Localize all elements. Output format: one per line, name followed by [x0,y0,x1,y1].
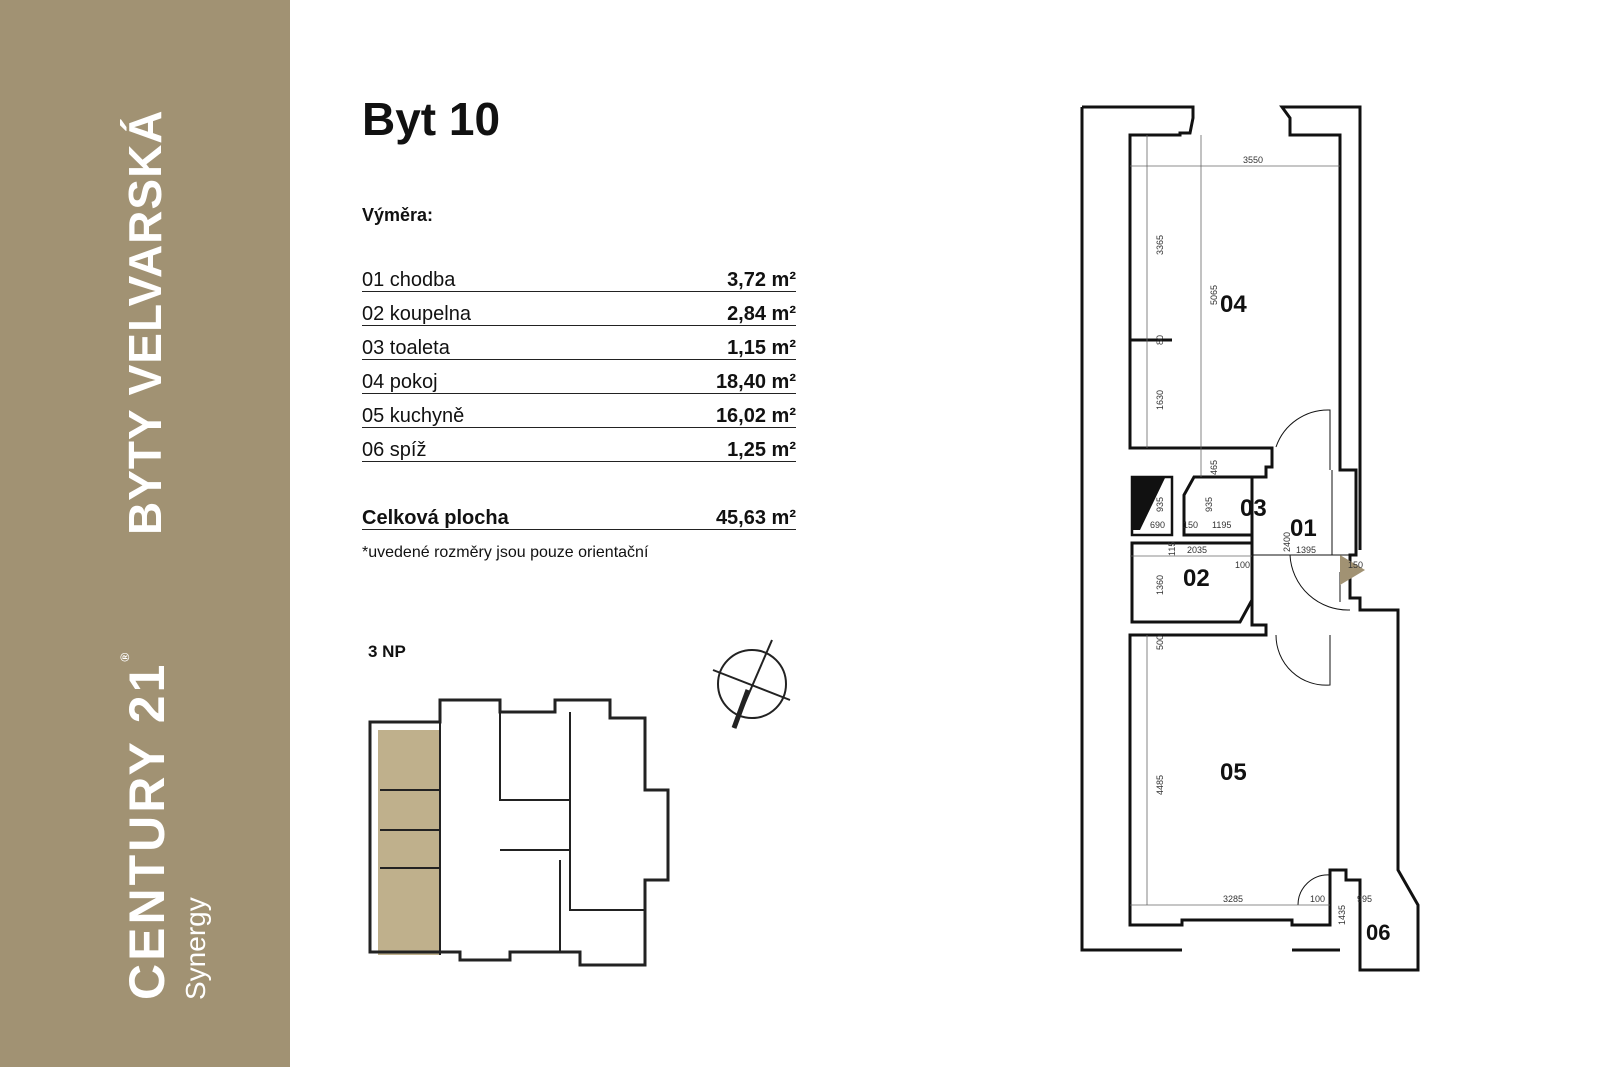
floor-label: 3 NP [368,642,406,661]
room-label: 02 [1183,565,1210,592]
room-label: 05 [1220,759,1247,786]
dimension: 4485 [1155,775,1165,795]
disclaimer: *uvedené rozměry jsou pouze orientační [362,544,649,561]
room-area: 18,40 m² [715,371,796,393]
dimension: 115 [1167,542,1177,556]
room-label: 06 [1366,920,1390,945]
dimension: 1630 [1155,390,1165,410]
room-name: 04 pokoj [362,371,438,393]
dimension: 100 [1310,894,1325,904]
key-plan [368,698,670,967]
room-label: 03 [1240,495,1267,522]
dimension: 5065 [1209,285,1219,305]
dimension: 2400 [1282,532,1292,552]
room-name: 05 kuchyně [362,405,465,427]
highlighted-unit [378,730,440,955]
room-row: 01 chodba 3,72 m² [362,268,796,292]
dimension: 1195 [1212,520,1231,530]
page-title: Byt 10 [362,93,501,145]
entrance-arrow-icon [1340,555,1365,585]
dimension: 150 [1183,520,1198,530]
total-label: Celková plocha [362,507,509,529]
dimension: 3285 [1223,894,1243,904]
room-area: 1,25 m² [727,439,796,461]
dimension: 1435 [1337,905,1347,925]
room-name: 03 toaleta [362,337,450,359]
dimension: 935 [1155,497,1165,512]
total-area: 45,63 m² [715,507,796,529]
dimension: 150 [1348,560,1363,570]
room-row: 06 spíž 1,25 m² [362,438,796,462]
room-area: 2,84 m² [727,303,796,325]
dimension: 3550 [1243,155,1263,165]
total-row: Celková plocha 45,63 m² [362,506,796,530]
dimension: 100 [1235,560,1250,570]
room-row: 02 koupelna 2,84 m² [362,302,796,326]
dimension: 995 [1357,894,1372,904]
room-area: 3,72 m² [727,269,796,291]
north-arrow-icon [712,639,791,729]
room-area: 1,15 m² [727,337,796,359]
sidebar: BYTY VELVARSKÁ CENTURY 21® Synergy [0,0,290,1067]
dimension: 80 [1155,335,1165,345]
dimension-lines [1130,135,1340,906]
dimension: 1395 [1296,545,1316,555]
dimension: 1360 [1155,575,1165,595]
floor-plan [1080,105,1420,972]
room-row: 04 pokoj 18,40 m² [362,370,796,394]
room-label: 04 [1220,291,1247,318]
room-label: 01 [1290,515,1317,542]
dimension: 3365 [1155,235,1165,255]
room-area: 16,02 m² [715,405,796,427]
dimension: 935 [1204,497,1214,512]
dimension: 690 [1150,520,1165,530]
room-row: 03 toaleta 1,15 m² [362,336,796,360]
dimension: 465 [1209,460,1219,475]
dimension: 500 [1155,635,1165,650]
room-name: 01 chodba [362,269,456,291]
room-name: 06 spíž [362,439,427,461]
room-name: 02 koupelna [362,303,471,325]
room-row: 05 kuchyně 16,02 m² [362,404,796,428]
area-heading: Výměra: [362,205,434,225]
dimension: 2035 [1187,545,1207,555]
